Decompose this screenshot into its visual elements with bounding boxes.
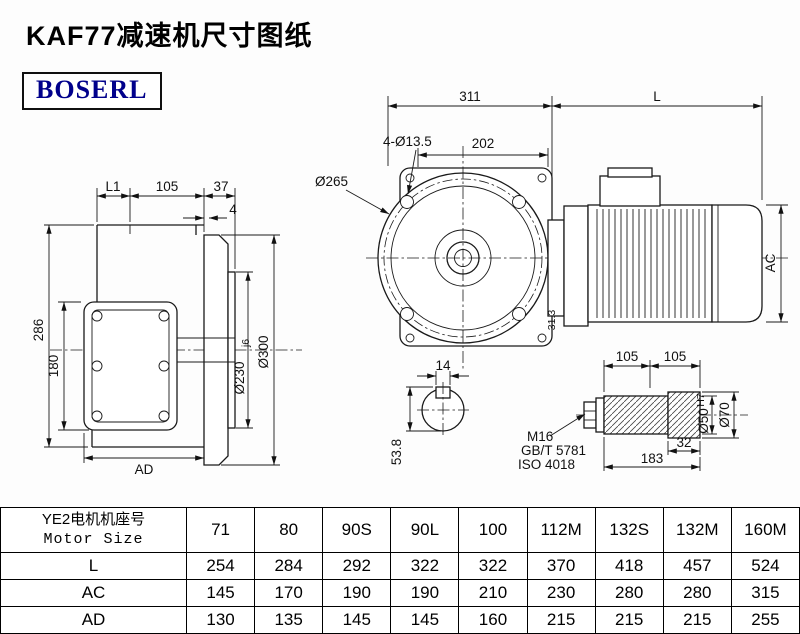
table-cell: 145 — [185, 579, 256, 607]
table-cell: 210 — [458, 579, 528, 607]
dim-230-label: Ø230 — [232, 361, 247, 394]
dim-50-label: Ø50 — [696, 408, 711, 434]
dim-4-label: 4 — [229, 202, 237, 217]
table-cell: 130 — [185, 606, 256, 634]
table-cell: 90S — [322, 507, 392, 553]
table-cell: 145 — [390, 606, 460, 634]
row-label-cell: AC — [0, 579, 187, 607]
row-label-cell: L — [0, 552, 187, 580]
motor-size-header-cn: YE2电机机座号 — [41, 510, 146, 528]
table-cell: 132S — [594, 507, 664, 553]
table-cell: 284 — [254, 552, 324, 580]
dim-183-label: 183 — [641, 451, 664, 466]
standard-gbt-label: GB/T 5781 — [521, 443, 586, 458]
table-cell: 524 — [730, 552, 800, 580]
side-view-dimensions: L1 105 37 4 286 180 AD Ø230 j6 Ø300 — [31, 179, 280, 477]
table-cell: 255 — [730, 606, 800, 634]
shaft-section-view: 14 53.8 — [389, 358, 469, 465]
dim-37-label: 37 — [213, 179, 228, 194]
table-cell: 254 — [185, 552, 256, 580]
table-cell: 190 — [322, 579, 392, 607]
table-cell: 215 — [526, 606, 596, 634]
table-cell: 135 — [254, 606, 324, 634]
table-cell: 230 — [526, 579, 596, 607]
motor-size-header-cell: YE2电机机座号 Motor Size — [0, 507, 187, 553]
table-cell: 215 — [662, 606, 732, 634]
row-label-cell: AD — [0, 606, 187, 634]
dim-202-label: 202 — [472, 136, 495, 151]
dim-265-label: Ø265 — [315, 174, 348, 189]
dim-AC-label: AC — [763, 253, 778, 272]
table-cell: 145 — [322, 606, 392, 634]
table-cell: 112M — [526, 507, 596, 553]
dim-311-label: 311 — [459, 89, 481, 104]
dim-L-label: L — [653, 89, 661, 104]
page-title: KAF77减速机尺寸图纸 — [26, 21, 313, 51]
side-view-drawing — [50, 224, 302, 466]
table-cell: 322 — [390, 552, 460, 580]
dim-105b-label: 105 — [664, 349, 687, 364]
table-cell: 100 — [458, 507, 528, 553]
table-cell: 90L — [390, 507, 460, 553]
dim-32-label: 32 — [676, 435, 691, 450]
technical-drawing: 311 L 202 4-Ø13.5 Ø265 AC 31.3 — [31, 89, 790, 477]
dim-105-label: 105 — [156, 179, 179, 194]
dim-105a-label: 105 — [616, 349, 639, 364]
standard-iso-label: ISO 4018 — [518, 457, 575, 472]
table-cell: 71 — [185, 507, 256, 553]
bolt-spec-label: M16 — [527, 429, 553, 444]
shaft-detail-view: 105 105 32 183 Ø50 H7 Ø70 M16 GB/T 5781 … — [518, 349, 748, 472]
table-cell: 315 — [730, 579, 800, 607]
dim-bolt-holes-label: 4-Ø13.5 — [383, 134, 432, 149]
table-cell: 190 — [390, 579, 460, 607]
table-cell: 457 — [662, 552, 732, 580]
dim-230-tolerance-label: j6 — [240, 339, 252, 348]
dim-L1-label: L1 — [105, 179, 120, 194]
table-cell: 160M — [730, 507, 800, 553]
dim-300-label: Ø300 — [256, 335, 271, 368]
dimension-table: YE2电机机座号 Motor Size 71 80 90S 90L 100 11… — [0, 507, 800, 634]
dim-31-3-label: 31.3 — [546, 310, 558, 331]
dim-70-label: Ø70 — [717, 402, 732, 428]
table-cell: 322 — [458, 552, 528, 580]
table-cell: 370 — [526, 552, 596, 580]
table-cell: 280 — [662, 579, 732, 607]
dim-AD-label: AD — [135, 462, 154, 477]
table-cell: 80 — [254, 507, 324, 553]
table-header-row: YE2电机机座号 Motor Size 71 80 90S 90L 100 11… — [0, 507, 800, 553]
table-cell: 170 — [254, 579, 324, 607]
motor-drawing — [547, 167, 763, 327]
front-view-dimensions: 311 L 202 4-Ø13.5 Ø265 AC 31.3 — [315, 89, 788, 330]
motor-size-header-en: Motor Size — [43, 531, 144, 548]
table-cell: 215 — [594, 606, 664, 634]
dim-180-label: 180 — [46, 355, 61, 378]
table-cell: 292 — [322, 552, 392, 580]
dim-50-tolerance-label: H7 — [695, 393, 707, 407]
dim-53-8-label: 53.8 — [389, 439, 404, 465]
table-cell: 160 — [458, 606, 528, 634]
table-row-AD: AD 130 135 145 145 160 215 215 215 255 — [0, 606, 800, 634]
dim-286-label: 286 — [31, 319, 46, 342]
table-row-L: L 254 284 292 322 322 370 418 457 524 — [0, 552, 800, 580]
table-cell: 280 — [594, 579, 664, 607]
brand-logo: BOSERL — [22, 72, 162, 110]
brand-logo-text: BOSERL — [36, 75, 148, 104]
table-cell: 132M — [662, 507, 732, 553]
table-row-AC: AC 145 170 190 190 210 230 280 280 315 — [0, 579, 800, 607]
table-cell: 418 — [594, 552, 664, 580]
dim-14-label: 14 — [435, 358, 451, 373]
